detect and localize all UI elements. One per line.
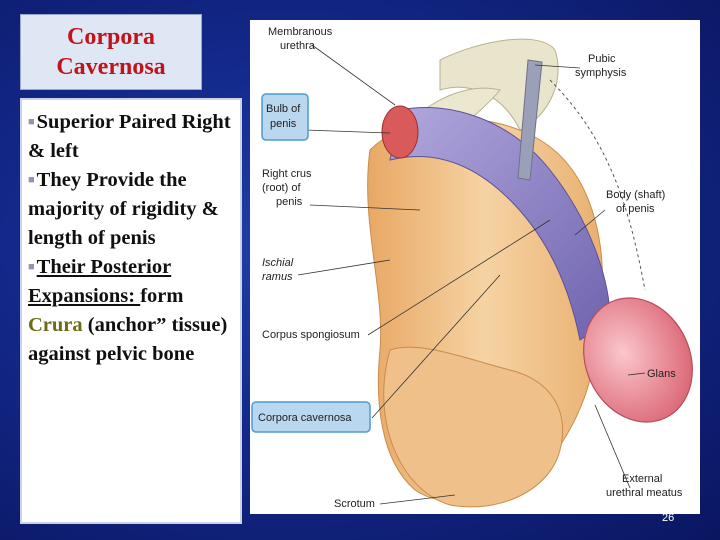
- bullet-2-text: They Provide the majority of rigidity & …: [28, 169, 219, 249]
- anatomy-figure: Membranous urethra Pubic symphysis Bulb …: [250, 20, 700, 514]
- shaft-outline-dashed: [549, 79, 646, 291]
- label-ischial-2: ramus: [262, 271, 293, 283]
- callout-bulb: [261, 93, 309, 141]
- label-corpora-cavernosa: Corpora cavernosa: [258, 412, 352, 424]
- label-membranous-urethra-2: urethra: [280, 40, 316, 52]
- label-glans: Glans: [647, 368, 676, 380]
- label-pubic-symphysis-2: symphysis: [575, 67, 627, 79]
- callout-corpora-cavernosa: [251, 401, 371, 433]
- label-meatus-1: External: [622, 473, 662, 485]
- label-body-shaft-2: of penis: [616, 203, 655, 215]
- bullet-3-end: (anchor” tissue) against pelvic bone: [28, 314, 228, 365]
- label-ischial-1: Ischial: [262, 257, 294, 269]
- bullet-1-text: Superior Paired Right & left: [28, 111, 231, 162]
- page-number: 26: [662, 512, 675, 524]
- bullet-1: ■Superior Paired Right & left: [28, 108, 236, 166]
- label-meatus-2: urethral meatus: [606, 487, 683, 499]
- label-bulb-2: penis: [270, 118, 297, 130]
- label-corpus-spongiosum: Corpus spongiosum: [262, 329, 360, 341]
- label-body-shaft-1: Body (shaft): [606, 189, 665, 201]
- square-bullet-icon: ■: [28, 116, 35, 128]
- title-line-1: Corpora: [67, 24, 155, 50]
- slide-title: Corpora Cavernosa: [20, 14, 202, 90]
- bullet-2: ■They Provide the majority of rigidity &…: [28, 166, 236, 253]
- bullet-text-box: ■Superior Paired Right & left ■They Prov…: [20, 98, 242, 524]
- bulb-shape: [381, 105, 419, 159]
- bullet-3-underlined: Their Posterior Expansions:: [28, 256, 172, 307]
- glans-shape: [583, 297, 693, 423]
- label-pubic-symphysis-1: Pubic: [588, 53, 616, 65]
- bullet-3-after: form: [140, 285, 184, 307]
- anatomy-diagram: Membranous urethra Pubic symphysis Bulb …: [251, 26, 693, 510]
- scrotum-shape: [383, 346, 564, 508]
- label-membranous-urethra-1: Membranous: [268, 26, 333, 38]
- square-bullet-icon: ■: [28, 174, 35, 186]
- label-right-crus-2: (root) of: [262, 182, 301, 194]
- title-line-2: Cavernosa: [56, 54, 166, 80]
- label-scrotum: Scrotum: [334, 498, 375, 510]
- leader-lines: [297, 44, 646, 505]
- label-right-crus-3: penis: [276, 196, 303, 208]
- bullet-3: ■Their Posterior Expansions: form Crura …: [28, 253, 236, 369]
- label-bulb-1: Bulb of: [266, 103, 301, 115]
- bullet-3-crura: Crura: [28, 314, 83, 336]
- urethra-tube: [517, 59, 543, 181]
- label-right-crus-1: Right crus: [262, 168, 312, 180]
- square-bullet-icon: ■: [28, 261, 35, 273]
